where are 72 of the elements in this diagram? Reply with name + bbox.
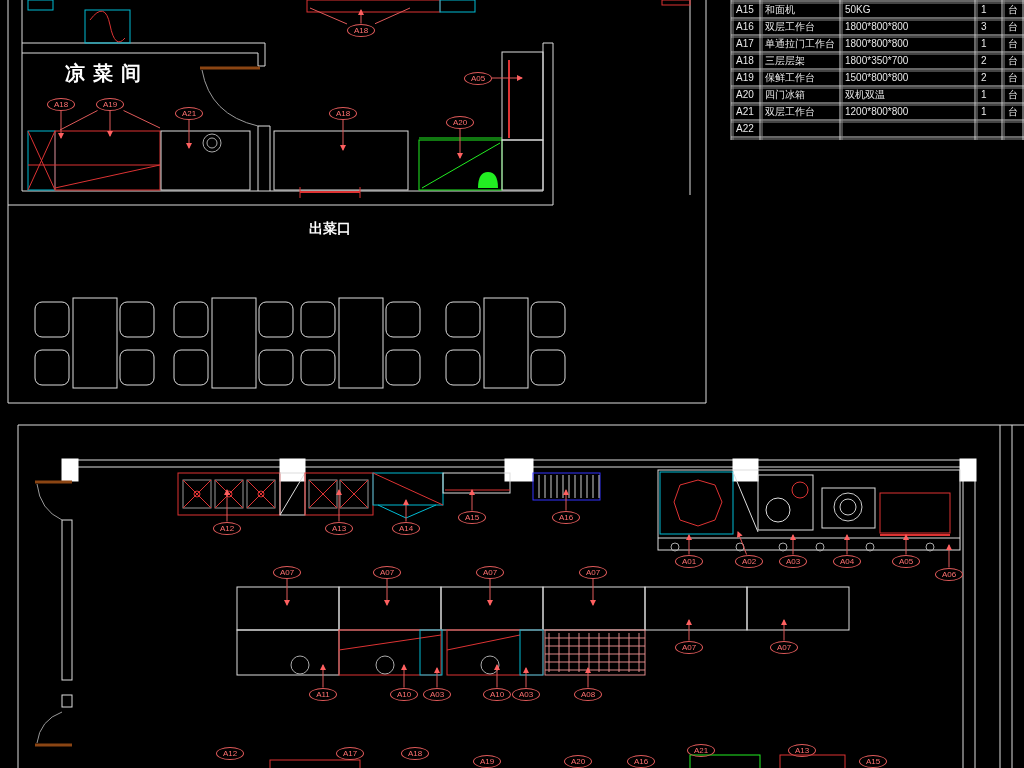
leader-line bbox=[585, 667, 591, 688]
table-cell: A16 bbox=[736, 20, 754, 34]
leader-line bbox=[320, 664, 326, 688]
table-cell: 1 bbox=[981, 3, 987, 17]
table-cell: 单通拉门工作台 bbox=[765, 37, 835, 51]
table-cell: A18 bbox=[736, 54, 754, 68]
table-cell: 双机双温 bbox=[845, 88, 885, 102]
leader-line bbox=[186, 119, 192, 149]
table-cell: A20 bbox=[736, 88, 754, 102]
table-cell: 台 bbox=[1008, 3, 1018, 17]
leader-line bbox=[384, 578, 390, 606]
table-cell: 台 bbox=[1008, 88, 1018, 102]
table-cell: 1800*350*700 bbox=[845, 54, 909, 68]
table-cell: 3 bbox=[981, 20, 987, 34]
table-cell: 双层工作台 bbox=[765, 105, 815, 119]
leader-line bbox=[790, 534, 796, 555]
leader-line bbox=[781, 619, 787, 641]
leader-line bbox=[374, 7, 411, 25]
leader-line bbox=[686, 534, 692, 555]
leader-line bbox=[309, 7, 348, 25]
table-cell: 1200*800*800 bbox=[845, 105, 909, 119]
table-cell: 1800*800*800 bbox=[845, 20, 909, 34]
table-cell: 台 bbox=[1008, 37, 1018, 51]
leader-line bbox=[491, 75, 523, 81]
table-cell: 和面机 bbox=[765, 3, 795, 17]
leader-line bbox=[686, 619, 692, 641]
table-cell: A22 bbox=[736, 122, 754, 136]
leader-line bbox=[903, 534, 909, 555]
leader-line bbox=[401, 664, 407, 688]
opening-label: 出菜口 bbox=[309, 220, 351, 238]
leader-line bbox=[284, 578, 290, 606]
leader-line bbox=[487, 578, 493, 606]
table-cell: 1 bbox=[981, 88, 987, 102]
table-cell: 台 bbox=[1008, 20, 1018, 34]
table-cell: 1 bbox=[981, 105, 987, 119]
leader-line bbox=[107, 110, 113, 137]
table-cell: A15 bbox=[736, 3, 754, 17]
leader-line bbox=[469, 489, 475, 511]
leader-line bbox=[844, 534, 850, 555]
leader-line bbox=[336, 489, 342, 522]
table-cell: 四门冰箱 bbox=[765, 88, 805, 102]
leader-line bbox=[457, 128, 463, 159]
room-name: 凉菜间 bbox=[65, 60, 149, 87]
table-cell: 台 bbox=[1008, 54, 1018, 68]
leader-line bbox=[523, 667, 529, 688]
leader-line bbox=[59, 110, 98, 131]
leader-line bbox=[340, 119, 346, 151]
table-cell: 台 bbox=[1008, 105, 1018, 119]
table-cell: 2 bbox=[981, 54, 987, 68]
leader-line bbox=[123, 110, 161, 129]
leader-line bbox=[358, 9, 364, 24]
table-cell: A17 bbox=[736, 37, 754, 51]
table-cell: 2 bbox=[981, 71, 987, 85]
table-cell: 1800*800*800 bbox=[845, 37, 909, 51]
table-cell: 50KG bbox=[845, 3, 871, 17]
leader-line bbox=[434, 667, 440, 688]
table-cell: 双层工作台 bbox=[765, 20, 815, 34]
table-cell: 1500*800*800 bbox=[845, 71, 909, 85]
leader-line bbox=[494, 664, 500, 688]
table-cell: 1 bbox=[981, 37, 987, 51]
leader-line bbox=[563, 489, 569, 511]
leader-line bbox=[403, 499, 409, 522]
table-cell: A21 bbox=[736, 105, 754, 119]
leader-line bbox=[736, 531, 748, 555]
leader-line bbox=[224, 489, 230, 522]
leader-line bbox=[58, 110, 64, 139]
leader-line bbox=[946, 544, 952, 568]
table-cell: 保鲜工作台 bbox=[765, 71, 815, 85]
table-cell: 三层层架 bbox=[765, 54, 805, 68]
table-cell: 台 bbox=[1008, 71, 1018, 85]
table-cell: A19 bbox=[736, 71, 754, 85]
leader-line bbox=[590, 578, 596, 606]
